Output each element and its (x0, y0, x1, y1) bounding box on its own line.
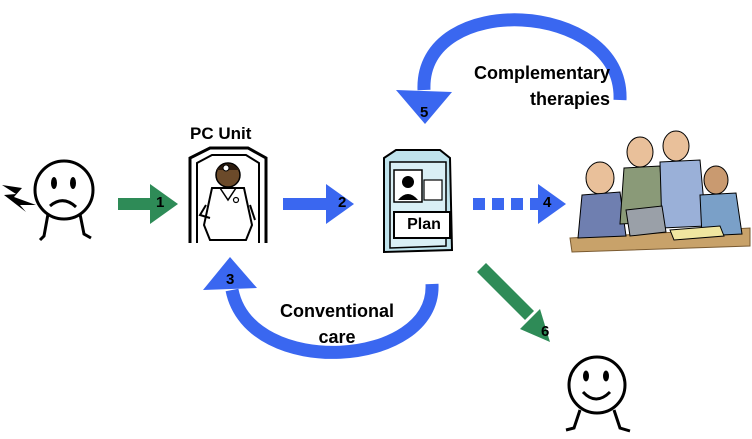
complementary-therapies-label: Complementary therapies (440, 60, 610, 112)
step-2-number: 2 (338, 194, 347, 211)
step-5-number: 5 (420, 104, 429, 121)
team-meeting-icon (569, 130, 751, 253)
arrow-6 (477, 263, 550, 342)
arrow-1 (118, 184, 178, 224)
pc-unit-icon (188, 146, 268, 243)
step-4-number: 4 (543, 194, 552, 211)
conventional-line-1: Conventional (279, 301, 394, 321)
complementary-line-1: Complementary (473, 63, 610, 83)
complementary-line-2: therapies (529, 89, 610, 109)
plan-folder-icon (383, 149, 454, 254)
conventional-line-2: care (318, 327, 356, 347)
arrow-5 (396, 13, 627, 124)
arrow-4 (473, 184, 566, 224)
sad-patient-icon (2, 159, 95, 242)
plan-label: Plan (407, 216, 441, 233)
step-3-number: 3 (226, 271, 235, 288)
step-1-number: 1 (156, 194, 165, 211)
conventional-care-label: Conventional care (262, 298, 412, 350)
arrow-2 (283, 184, 354, 224)
pc-unit-label: PC Unit (190, 124, 252, 143)
step-6-number: 6 (541, 323, 550, 340)
happy-patient-icon (565, 355, 631, 433)
arrow-3 (203, 257, 439, 359)
